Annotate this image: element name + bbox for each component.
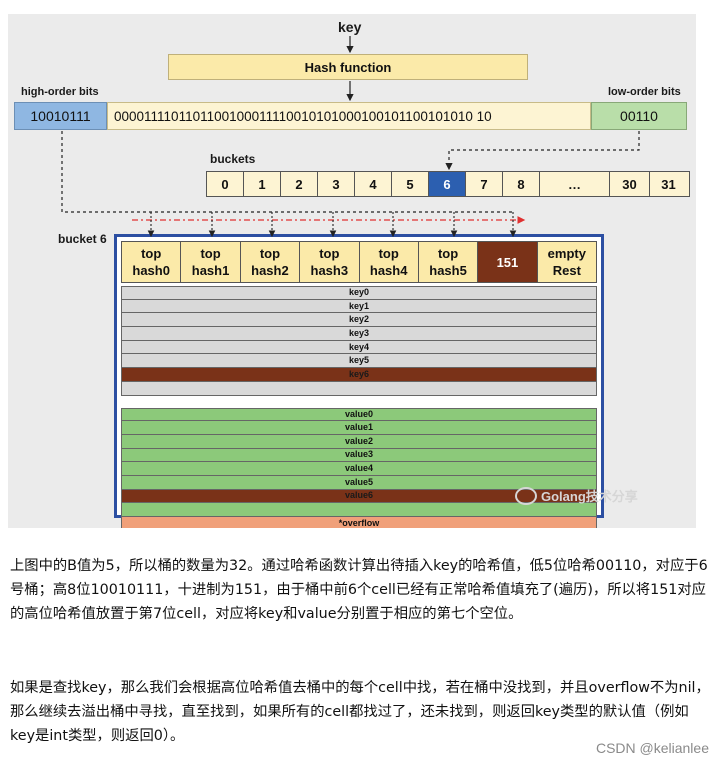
tophash-line2: hash4 — [369, 263, 408, 278]
tophash-line1: 151 — [496, 254, 519, 270]
key-row: key1 — [121, 299, 597, 314]
probe-arrows — [147, 212, 517, 238]
bucket6-label: bucket 6 — [58, 232, 107, 246]
value-row: value2 — [121, 434, 597, 449]
bucket-cell: 8 — [503, 172, 540, 196]
tophash-line1: top — [319, 246, 340, 261]
tophash-line1: top — [437, 246, 459, 261]
tophash-line2: hash5 — [429, 263, 467, 278]
tophash-cell: top hash5 — [418, 241, 479, 283]
bucket-cell-ellipsis: … — [540, 172, 610, 196]
low-order-bits-label: low-order bits — [608, 86, 681, 98]
bucket-cell-selected: 6 — [429, 172, 466, 196]
middle-bits-value: 0000111101101100100011110010101000100101… — [107, 102, 591, 130]
watermark-text: Golang技术分享 — [541, 489, 638, 504]
key-label: key — [338, 19, 362, 35]
tophash-line1: top — [200, 246, 221, 261]
tophash-cell: top hash4 — [359, 241, 419, 283]
bucket-cell: 30 — [610, 172, 650, 196]
bucket-cell: 5 — [392, 172, 429, 196]
value-row-empty — [121, 503, 597, 517]
bucket6-frame: top hash0 top hash1 top hash2 top hash3 top h… — [114, 234, 604, 528]
high-order-bits-label: high-order bits — [21, 86, 99, 98]
value-row-filled: value6 — [121, 489, 597, 504]
key-row: key2 — [121, 313, 597, 328]
value-row: value3 — [121, 448, 597, 463]
key-row: key3 — [121, 327, 597, 341]
key-row: key0 — [121, 286, 597, 300]
key-row: key5 — [121, 354, 597, 369]
bucket-cell: 1 — [244, 172, 281, 196]
tophash-line2: hash1 — [191, 263, 230, 278]
tophash-cell: top hash1 — [181, 241, 241, 283]
csdn-credit: CSDN @kelianlee — [595, 740, 709, 756]
overflow-row: *overflow — [121, 517, 597, 528]
low-bits-to-bucket-arrow — [445, 131, 640, 171]
tophash-cell-filled: 151 — [478, 241, 538, 283]
tophash-cell: top hash0 — [121, 241, 182, 283]
tophash-line1: empty — [547, 246, 586, 261]
tophash-line1: top — [378, 246, 399, 261]
value-row: value0 — [121, 407, 597, 422]
key-row-filled: key6 — [121, 368, 597, 382]
low-order-bits-value: 00110 — [591, 102, 687, 130]
tophash-line2: Rest — [552, 263, 581, 278]
hash-function-box: Hash function — [168, 54, 528, 80]
bucket-cell: 0 — [207, 172, 244, 196]
tophash-line2: hash2 — [251, 263, 289, 278]
explanation-paragraph-2: 如果是查找key，那么我们会根据高位哈希值去桶中的每个cell中找，若在桶中没找… — [10, 680, 710, 744]
tophash-line2: hash3 — [310, 263, 349, 278]
bucket-cell: 4 — [355, 172, 392, 196]
bucket-cell: 3 — [318, 172, 355, 196]
value-row: value1 — [121, 421, 597, 435]
tophash-row: top hash0 top hash1 top hash2 top hash3 top h… — [121, 241, 597, 283]
bucket-cell: 2 — [281, 172, 318, 196]
keys-values-gap — [121, 396, 597, 408]
tophash-line1: top — [259, 246, 281, 261]
wechat-icon — [515, 486, 537, 505]
value-row: value5 — [121, 475, 597, 490]
key-row-empty — [121, 381, 597, 396]
bucket-cell: 31 — [661, 176, 676, 192]
bucket-rows: key0 key1 key2 key3 key4 key5 key6 value… — [121, 286, 597, 528]
tophash-cell: top hash2 — [240, 241, 301, 283]
tophash-line1: top — [141, 246, 162, 261]
watermark: Golang技术分享 — [515, 486, 638, 505]
tophash-cell: top hash3 — [300, 241, 360, 283]
high-order-bits-value: 10010111 — [14, 102, 107, 130]
buckets-label: buckets — [210, 152, 256, 166]
value-row: value4 — [121, 462, 597, 476]
bucket-hash-diagram: key Hash function high-order bits low-or… — [8, 14, 696, 528]
bucket-array: 0 1 2 3 4 5 6 7 8 … 30 31 — [206, 171, 690, 197]
explanation-paragraph-1: 上图中的B值为5，所以桶的数量为32。通过哈希函数计算出待插入key的哈希值，低… — [10, 558, 708, 622]
bucket-cell: 7 — [466, 172, 503, 196]
tophash-line2: hash0 — [132, 263, 170, 278]
key-row: key4 — [121, 340, 597, 355]
